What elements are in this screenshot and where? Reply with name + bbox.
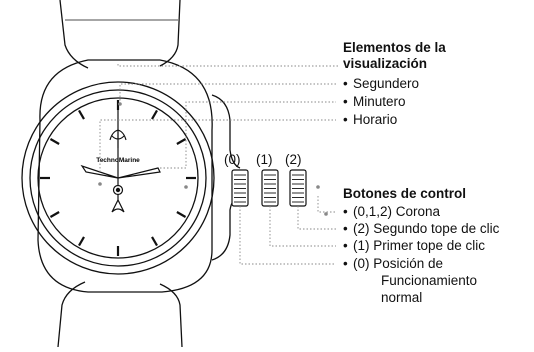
strap-top-right <box>159 0 181 67</box>
display-heading-line1: Elementos de la <box>343 40 446 55</box>
leader-dot <box>184 185 188 189</box>
bezel-outer <box>21 81 215 275</box>
crown-position-label: (1) <box>256 152 273 167</box>
display-item-horario: Horario <box>343 112 397 128</box>
leader-dot <box>118 102 122 106</box>
minute-hand <box>117 167 161 179</box>
hour-marker <box>49 138 60 145</box>
second-hand-tail <box>111 198 125 213</box>
watch-case <box>37 59 213 293</box>
crown-position-label: (0) <box>224 152 241 167</box>
bezel-inner <box>29 89 207 267</box>
hour-marker <box>78 236 85 247</box>
leader-minutero <box>160 101 336 169</box>
strap-top-left <box>59 0 89 69</box>
hour-marker <box>78 109 85 120</box>
hour-marker <box>176 138 187 145</box>
leader-corona <box>317 196 336 213</box>
strap-bottom-left <box>57 281 86 348</box>
control-item-pos-0-cont: Funcionamiento <box>381 273 478 288</box>
dial <box>37 97 199 259</box>
display-item-minutero: Minutero <box>343 94 406 110</box>
crowns <box>231 169 307 207</box>
leader-dot <box>324 212 328 216</box>
leader-tope-2 <box>297 206 336 230</box>
control-heading: Botones de control <box>343 186 467 201</box>
leader-dot <box>316 185 320 189</box>
display-item-segundero: Segundero <box>343 76 419 92</box>
center-pin <box>115 187 121 193</box>
hour-marker <box>49 211 60 218</box>
hour-marker <box>151 236 158 247</box>
strap-bottom-right <box>159 283 183 348</box>
leader-tope-1 <box>269 206 336 247</box>
control-item-tope-2: (2) Segundo tope de clic <box>343 221 499 237</box>
hour-marker <box>151 109 158 120</box>
control-item-pos-0-cont: normal <box>381 290 423 305</box>
control-item-corona: (0,1,2) Corona <box>343 204 440 220</box>
hour-marker <box>176 211 187 218</box>
display-heading-line2: visualización <box>343 56 428 71</box>
control-item-tope-1: (1) Primer tope de clic <box>343 238 485 254</box>
leader-heading <box>117 64 339 68</box>
control-item-pos-0: (0) Posición de <box>343 256 443 272</box>
crown-position-label: (2) <box>285 152 302 167</box>
leader-pos-0 <box>239 206 336 265</box>
hour-markers <box>40 100 196 256</box>
leader-dot <box>98 182 102 186</box>
leader-segundero <box>119 83 336 104</box>
crown-guard-top <box>211 94 241 169</box>
leader-lines <box>99 64 339 265</box>
